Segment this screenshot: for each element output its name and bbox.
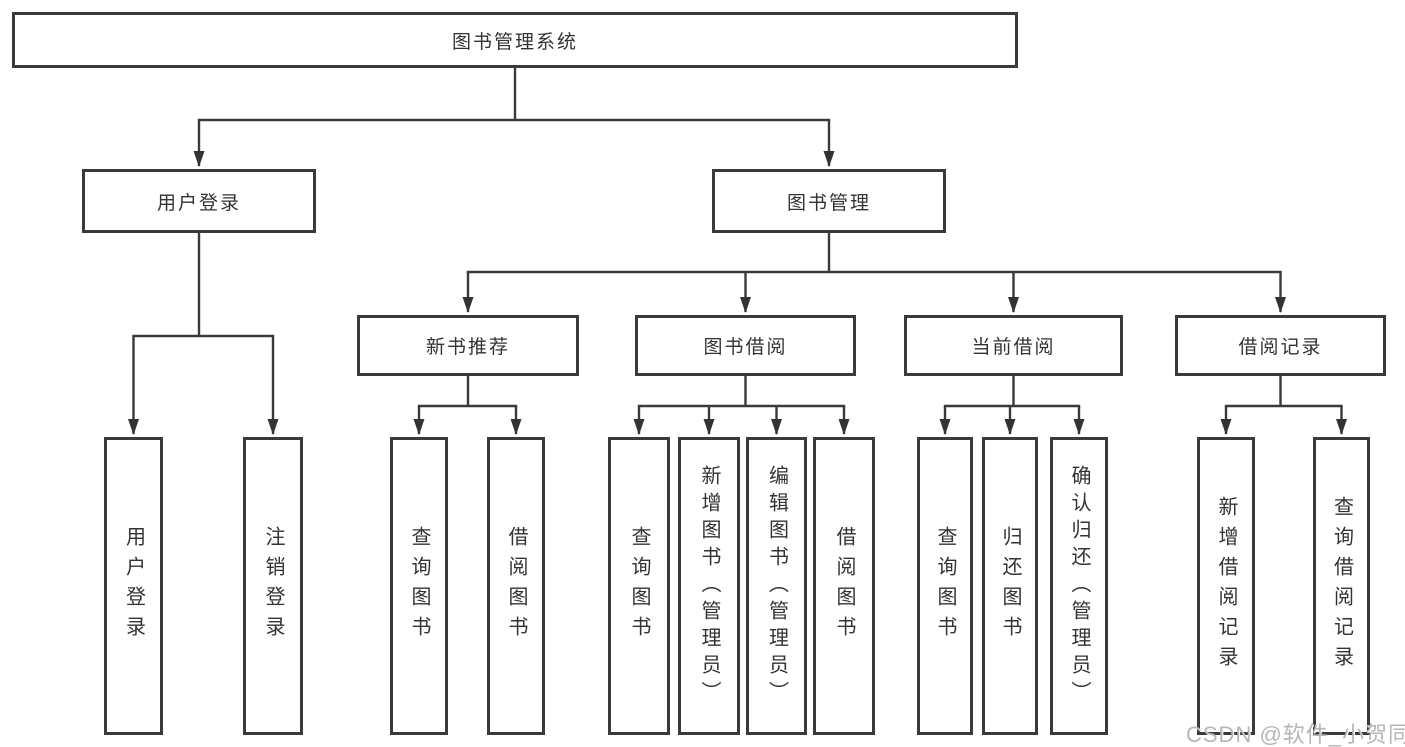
node-label: 查询图书	[628, 526, 650, 646]
node-label: 查询图书	[408, 526, 430, 646]
node-leaf-query-borrow-record: 查询借阅记录	[1313, 437, 1370, 735]
node-book-borrowing: 图书借阅	[635, 315, 856, 376]
node-leaf-query-books-current: 查询图书	[917, 437, 973, 735]
node-label: 归还图书	[999, 526, 1021, 646]
node-leaf-borrow-books-recommend: 借阅图书	[487, 437, 545, 735]
node-label: 新增图书（管理员）	[698, 464, 720, 708]
node-leaf-add-borrow-record: 新增借阅记录	[1197, 437, 1255, 735]
node-label: 借阅图书	[833, 526, 855, 646]
node-leaf-query-books-recommend: 查询图书	[390, 437, 448, 735]
node-leaf-return-books: 归还图书	[982, 437, 1038, 735]
node-label: 新增借阅记录	[1215, 496, 1237, 676]
node-label: 用户登录	[122, 526, 145, 646]
node-label: 编辑图书（管理员）	[765, 464, 788, 708]
node-label: 确认归还（管理员）	[1068, 464, 1090, 708]
node-user-login: 用户登录	[82, 169, 316, 233]
node-leaf-borrow-books-borrowing: 借阅图书	[813, 437, 875, 735]
node-new-book-recommendation: 新书推荐	[357, 315, 579, 376]
node-book-management: 图书管理	[712, 169, 946, 233]
node-leaf-logout-login: 注销登录	[243, 437, 303, 735]
node-current-borrowing: 当前借阅	[904, 315, 1123, 376]
node-root-library-system: 图书管理系统	[12, 12, 1018, 68]
csdn-watermark: CSDN @软件_小贺同学	[1186, 722, 1405, 747]
node-label: 查询借阅记录	[1330, 496, 1353, 676]
node-leaf-user-login: 用户登录	[104, 437, 163, 735]
node-leaf-confirm-return-admin: 确认归还（管理员）	[1050, 437, 1108, 735]
node-leaf-edit-books-admin: 编辑图书（管理员）	[746, 437, 807, 735]
node-leaf-query-books-borrowing: 查询图书	[608, 437, 670, 735]
node-leaf-add-books-admin: 新增图书（管理员）	[678, 437, 740, 735]
node-label: 注销登录	[262, 526, 284, 646]
node-label: 查询图书	[934, 526, 956, 646]
node-borrowing-records: 借阅记录	[1175, 315, 1386, 376]
node-label: 借阅图书	[505, 526, 527, 646]
